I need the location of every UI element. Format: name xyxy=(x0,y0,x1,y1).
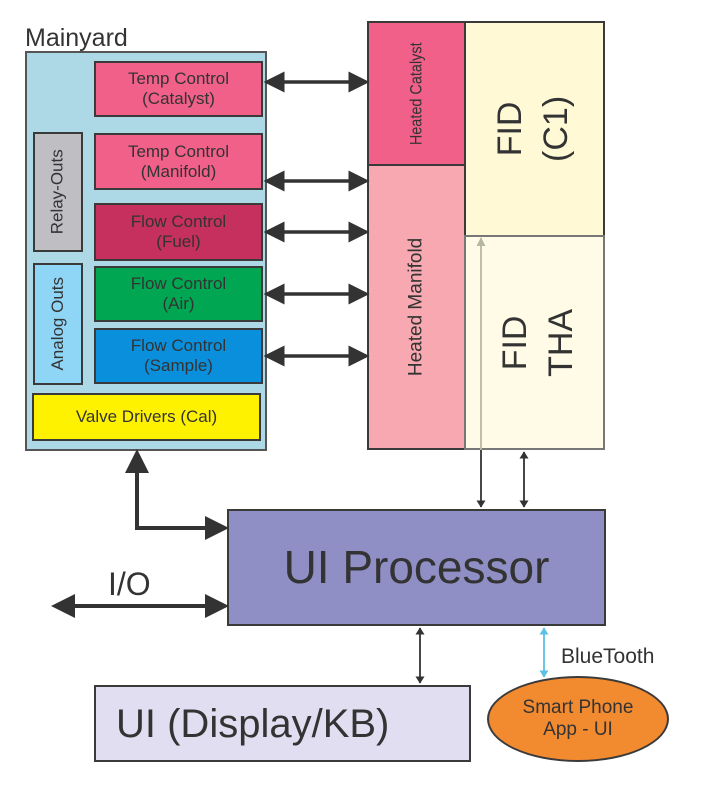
valve-drivers-label: Valve Drivers (Cal) xyxy=(75,407,218,427)
module-line1: Flow Control xyxy=(130,274,227,294)
smart-phone-line2: App - UI xyxy=(543,719,613,740)
smart-phone-line1: Smart Phone xyxy=(522,697,634,719)
module-line1: Flow Control xyxy=(130,212,227,232)
module-line1: Flow Control xyxy=(130,336,227,356)
relay-outs-block: Relay-Outs xyxy=(33,132,83,252)
fid-c1-block: FID (C1) xyxy=(464,21,605,237)
ui-processor-label: UI Processor xyxy=(283,541,550,594)
module-line2: (Manifold) xyxy=(140,161,217,181)
ui-display-block: UI (Display/KB) xyxy=(94,685,471,762)
bluetooth-label: BlueTooth xyxy=(561,645,655,668)
smart-phone-app-ellipse: Smart Phone App - UI xyxy=(487,676,669,762)
module-flow-control-fuel: Flow Control (Fuel) xyxy=(94,203,263,261)
analog-outs-block: Analog Outs xyxy=(33,263,83,385)
mainyard-title: Mainyard xyxy=(25,24,128,52)
module-line2: (Air) xyxy=(162,294,195,313)
module-line2: (Fuel) xyxy=(156,232,201,251)
ui-display-label: UI (Display/KB) xyxy=(116,701,390,746)
module-line1: Temp Control xyxy=(127,69,230,89)
module-line2: (Sample) xyxy=(144,356,213,375)
fid-tha-block: FID THA xyxy=(464,235,605,450)
valve-drivers-block: Valve Drivers (Cal) xyxy=(32,393,261,441)
module-temp-control-manifold: Temp Control (Manifold) xyxy=(94,133,263,190)
arrow-mainyard-to-ui-processor xyxy=(125,449,229,540)
module-flow-control-sample: Flow Control (Sample) xyxy=(94,328,263,384)
module-temp-control-catalyst: Temp Control (Catalyst) xyxy=(94,61,263,117)
ui-processor-block: UI Processor xyxy=(227,509,606,626)
module-line1: Temp Control xyxy=(127,141,230,161)
module-line2: (Catalyst) xyxy=(142,89,215,108)
module-flow-control-air: Flow Control (Air) xyxy=(94,266,263,322)
